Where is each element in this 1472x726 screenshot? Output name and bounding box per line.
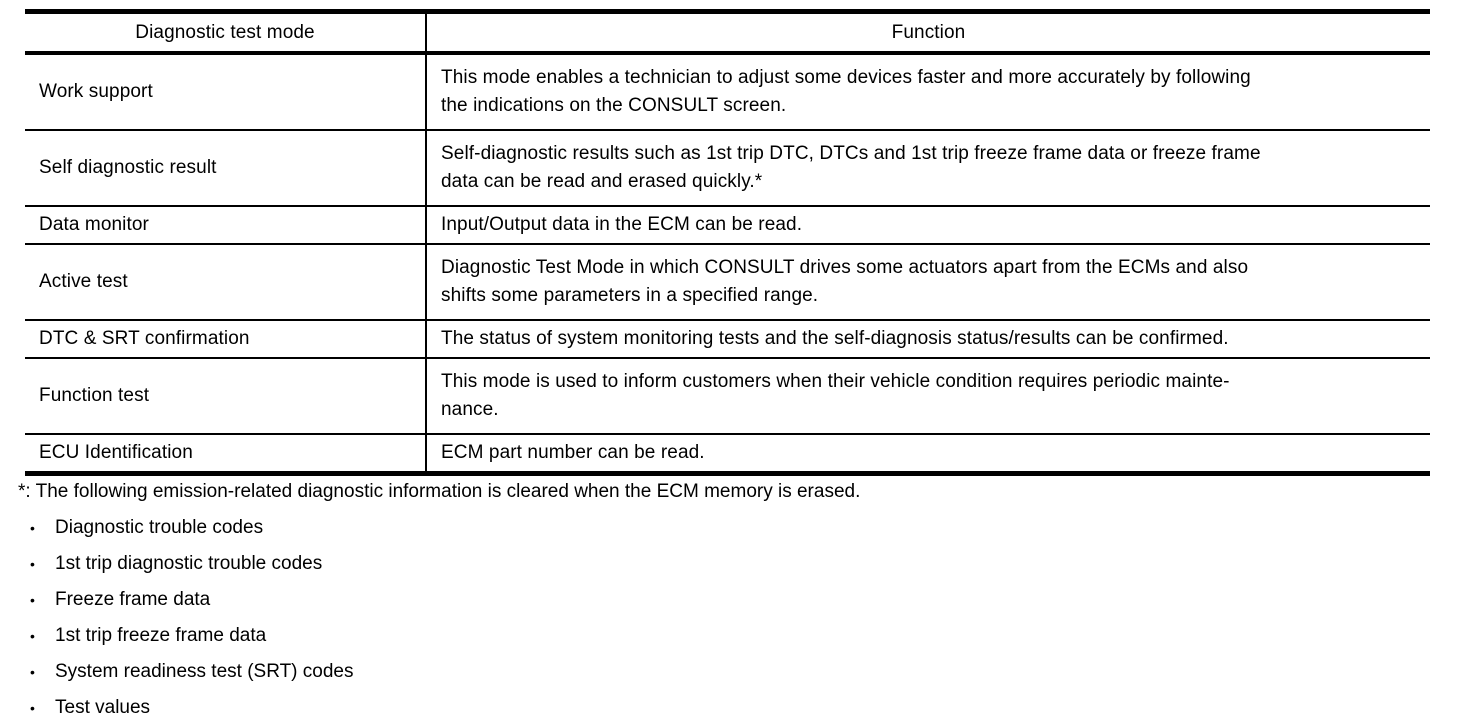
table-row: ECU Identification ECM part number can b… <box>25 435 1430 471</box>
bullet-icon: • <box>30 628 35 644</box>
list-item-label: 1st trip diagnostic trouble codes <box>55 553 323 574</box>
bullet-icon: • <box>30 520 35 536</box>
table-header-row: Diagnostic test mode Function <box>25 14 1430 55</box>
bullet-icon: • <box>30 592 35 608</box>
mode-cell: DTC & SRT confirmation <box>25 321 427 357</box>
mode-cell: ECU Identification <box>25 435 427 471</box>
function-cell: The status of system monitoring tests an… <box>441 328 1229 349</box>
table-row: Function test This mode is used to infor… <box>25 359 1430 435</box>
mode-cell: Self diagnostic result <box>25 131 427 205</box>
table-row: DTC & SRT confirmation The status of sys… <box>25 321 1430 359</box>
mode-cell: Work support <box>25 55 427 129</box>
function-cell: Self-diagnostic results such as 1st trip… <box>441 143 1261 192</box>
list-item: • Diagnostic trouble codes <box>30 510 353 546</box>
function-cell: Diagnostic Test Mode in which CONSULT dr… <box>441 257 1249 306</box>
function-cell: ECM part number can be read. <box>441 442 705 463</box>
footnote: *: The following emission-related diagno… <box>18 481 861 502</box>
notes-list: • Diagnostic trouble codes • 1st trip di… <box>30 510 353 726</box>
table-row: Self diagnostic result Self-diagnostic r… <box>25 131 1430 207</box>
list-item-label: 1st trip freeze frame data <box>55 625 267 646</box>
function-cell: Input/Output data in the ECM can be read… <box>441 214 803 235</box>
list-item: • 1st trip freeze frame data <box>30 618 353 654</box>
list-item: • Freeze frame data <box>30 582 353 618</box>
diagnostic-test-mode-table: Diagnostic test mode Function Work suppo… <box>25 9 1430 476</box>
function-cell: This mode enables a technician to adjust… <box>441 67 1251 116</box>
mode-cell: Data monitor <box>25 207 427 243</box>
list-item: • System readiness test (SRT) codes <box>30 654 353 690</box>
list-item: • Test values <box>30 690 353 726</box>
list-item: • 1st trip diagnostic trouble codes <box>30 546 353 582</box>
bullet-icon: • <box>30 556 35 572</box>
table-row: Data monitor Input/Output data in the EC… <box>25 207 1430 245</box>
table-row: Active test Diagnostic Test Mode in whic… <box>25 245 1430 321</box>
bullet-icon: • <box>30 700 35 716</box>
column-header-function: Function <box>891 21 966 43</box>
bullet-icon: • <box>30 664 35 680</box>
list-item-label: Diagnostic trouble codes <box>55 517 264 538</box>
list-item-label: Test values <box>55 697 151 718</box>
function-cell: This mode is used to inform customers wh… <box>441 371 1230 420</box>
mode-cell: Function test <box>25 359 427 433</box>
list-item-label: System readiness test (SRT) codes <box>55 661 354 682</box>
list-item-label: Freeze frame data <box>55 589 211 610</box>
column-header-diagnostic-test-mode: Diagnostic test mode <box>25 14 427 51</box>
table-row: Work support This mode enables a technic… <box>25 55 1430 131</box>
mode-cell: Active test <box>25 245 427 319</box>
